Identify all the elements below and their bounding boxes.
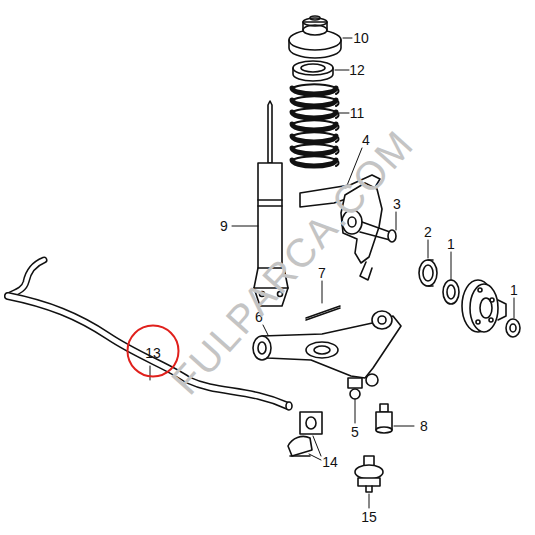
callout-number: 3 <box>393 197 401 211</box>
callout-number: 1 <box>510 283 518 297</box>
callout-number: 11 <box>350 106 365 120</box>
callout-number: 5 <box>351 425 359 439</box>
callout-number: 7 <box>318 266 326 280</box>
wheel-bearing <box>443 280 459 304</box>
spring-seat <box>293 61 333 81</box>
wheel-bearing <box>419 260 437 286</box>
ball-joint <box>348 374 378 399</box>
hub-nut <box>506 319 520 337</box>
ball-joint <box>376 404 392 433</box>
callout-circle: 13 <box>126 324 180 378</box>
coil-spring <box>292 84 339 166</box>
callout-number: 8 <box>420 419 428 433</box>
leader-lines <box>150 38 514 508</box>
callout-number: 13 <box>126 345 180 361</box>
callout-number: 14 <box>322 455 338 469</box>
lower-control-arm <box>253 311 401 378</box>
callout-number: 2 <box>424 225 432 239</box>
stabilizer-link <box>355 456 383 492</box>
callout-number: 10 <box>353 31 369 45</box>
strut-mount <box>289 16 341 58</box>
callout-number: 12 <box>349 63 365 77</box>
wheel-hub <box>462 280 506 332</box>
callout-number: 1 <box>447 237 455 251</box>
sway-bar-bushing <box>288 412 322 456</box>
retaining-pin <box>306 306 340 320</box>
callout-number: 4 <box>362 133 370 147</box>
callout-number: 9 <box>220 219 228 233</box>
callout-number: 15 <box>361 510 377 524</box>
